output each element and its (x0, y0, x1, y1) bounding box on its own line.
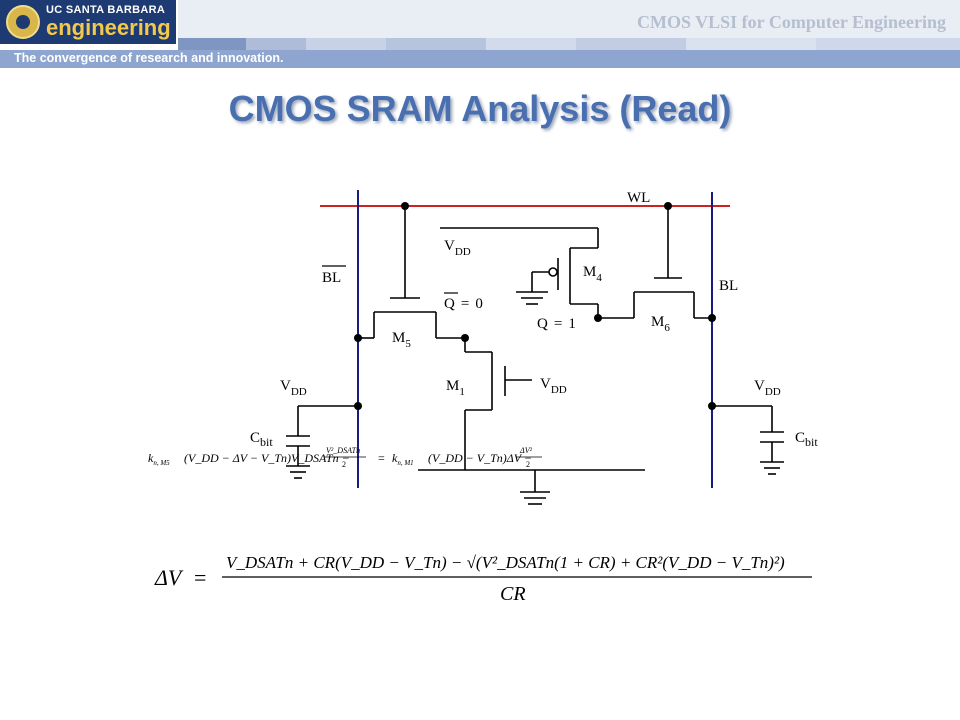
m5-label: M5 (392, 330, 411, 350)
bl-label: BL (719, 278, 738, 294)
course-title: CMOS VLSI for Computer Engineering (636, 12, 946, 32)
bl-bar-label: BL (322, 270, 341, 286)
delta-v-numerator: V_DSATn + CR(V_DD − V_Tn) − √(V²_DSATn(1… (226, 553, 785, 572)
junction-dot (708, 314, 716, 322)
current-balance-equation: kn, M5 (V_DD − ΔV − V_Tn)V_DSATn − V²_DS… (148, 446, 542, 469)
delta-v-equation: ΔV = V_DSATn + CR(V_DD − V_Tn) − √(V²_DS… (154, 553, 812, 605)
junction-dot (354, 334, 362, 342)
q-bar-label: Q=0 (444, 296, 483, 312)
slide-title: CMOS SRAM Analysis (Read) (228, 88, 732, 129)
wl-label: WL (627, 190, 650, 206)
lhs-frac-den: 2 (342, 460, 346, 469)
ucsb-logo: UC SANTA BARBARA engineering (0, 0, 176, 44)
q-label: Q=1 (537, 316, 576, 332)
cbit-right-label: Cbit (795, 430, 818, 449)
vdd-left-label: VDD (280, 378, 307, 398)
logo-main-text: engineering (46, 15, 171, 40)
k-m1: kn, M1 (392, 451, 414, 467)
m4-label: M4 (583, 264, 602, 284)
junction-dot (401, 202, 409, 210)
tagline-bar (0, 50, 960, 68)
delta-v-lhs: ΔV (154, 565, 184, 590)
junction-dot (461, 334, 469, 342)
rhs-frac-num: ΔV² (519, 446, 533, 455)
vdd-top-label: VDD (444, 238, 471, 258)
lhs-frac-num: V²_DSATn (326, 446, 360, 455)
header-blocks (176, 0, 960, 50)
vdd-m1-gate-label: VDD (540, 376, 567, 396)
rhs-frac-den: 2 (526, 460, 530, 469)
lhs-body: (V_DD − ΔV − V_Tn)V_DSATn − (184, 451, 350, 465)
header-banner: UC SANTA BARBARA engineering CMOS VLSI f… (0, 0, 960, 68)
junction-dot (664, 202, 672, 210)
m6-label: M6 (651, 314, 670, 334)
ucsb-seal-icon (6, 5, 40, 39)
junction-dot (354, 402, 362, 410)
junction-dot (594, 314, 602, 322)
tagline: The convergence of research and innovati… (14, 51, 284, 65)
delta-v-denominator: CR (500, 583, 526, 605)
balance-equals: = (378, 451, 385, 465)
logo-top-text: UC SANTA BARBARA (46, 4, 166, 16)
cbit-left-label: Cbit (250, 430, 273, 449)
delta-v-equals: = (194, 565, 206, 590)
vdd-right-label: VDD (754, 378, 781, 398)
m1-label: M1 (446, 378, 465, 398)
k-m5: kn, M5 (148, 451, 170, 467)
junction-dot (708, 402, 716, 410)
rhs-body: (V_DD − V_Tn)ΔV − (428, 451, 532, 465)
